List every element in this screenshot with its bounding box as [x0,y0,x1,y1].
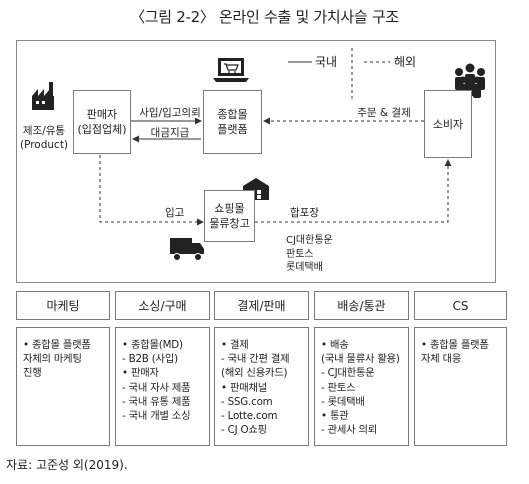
header-delivery: 배송/통관 [314,291,409,320]
figure-title: 〈그림 2-2〉 온라인 수출 및 가치사슬 구조 [130,8,399,26]
platform-box: 종합몰 플랫폼 [203,90,262,154]
list-item: - 국내 유통 제품 [122,395,191,408]
list-item: - 국내 개별 소싱 [122,410,191,423]
list-item: - Lotte.com [221,410,278,423]
list-item: - B2B (사입) [122,353,178,366]
arrow-inbound [99,155,204,226]
column-payment: • 결제 - 국내 간편 결제 (해외 신용카드) • 판매채널 - SSG.c… [214,327,309,446]
list-item: • 결제 [221,339,249,351]
legend-domestic: 국내 [315,55,338,69]
list-item: - SSG.com [221,395,273,408]
packing-label: 합포장 [290,207,319,219]
list-item: • 종합몰 플랫폼 자체 대응 [421,339,489,366]
column-delivery: • 배송 (국내 물류사 활용) - CJ대한통운 - 판토스 - 롯데택배 •… [314,327,409,446]
list-item: - CJ대한통운 [321,367,375,380]
inbound-label: 입고 [165,207,185,219]
list-item: • 통관 [321,410,349,423]
column-marketing: • 종합몰 플랫폼 자체의 마케팅 진행 [16,327,110,446]
purchase-label: 사입/입고의뢰 [139,107,201,119]
payment-label: 대금지급 [150,127,190,139]
seller-box: 판매자 (입점업체) [73,90,131,154]
order-label: 주문 & 결제 [357,107,411,119]
header-sourcing: 소싱/구매 [115,291,210,320]
list-item: - 관세사 의뢰 [321,424,378,437]
warehouse-box: 쇼핑몰 물류창고 [204,190,255,242]
source-note: 자료: 고준성 외(2019). [6,458,128,472]
list-item: (해외 신용카드) [221,367,288,380]
list-item: • 배송 [321,339,349,351]
list-item: • 종합몰 플랫폼 자체의 마케팅 진행 [23,339,91,380]
list-item: - CJ O쇼핑 [221,424,267,437]
list-item: • 판매자 [122,367,159,380]
column-sourcing: • 종합몰(MD) - B2B (사입) • 판매자 - 국내 자사 제품 - … [115,327,210,446]
consumer-box: 소비자 [424,90,472,158]
legend-overseas: 해외 [394,55,417,69]
manufacturer-label: 제조/유통 (Product) [19,125,69,151]
arrow-delivery [255,159,452,223]
list-item: - 롯데택배 [321,395,365,408]
header-payment: 결제/판매 [214,291,309,320]
header-cs: CS [414,291,507,320]
list-item: • 판매채널 [221,381,268,394]
list-item: - 국내 자사 제품 [122,381,191,394]
carriers-label: CJ대한통운 판토스 롯데택배 [286,235,333,273]
header-marketing: 마케팅 [16,291,110,320]
list-item: (국내 물류사 활용) [321,353,400,366]
column-cs: • 종합몰 플랫폼 자체 대응 [414,327,507,446]
list-item: - 국내 간편 결제 [221,353,290,366]
diagram-frame [16,40,496,283]
list-item: • 종합몰(MD) [122,339,183,351]
list-item: - 판토스 [321,381,356,394]
